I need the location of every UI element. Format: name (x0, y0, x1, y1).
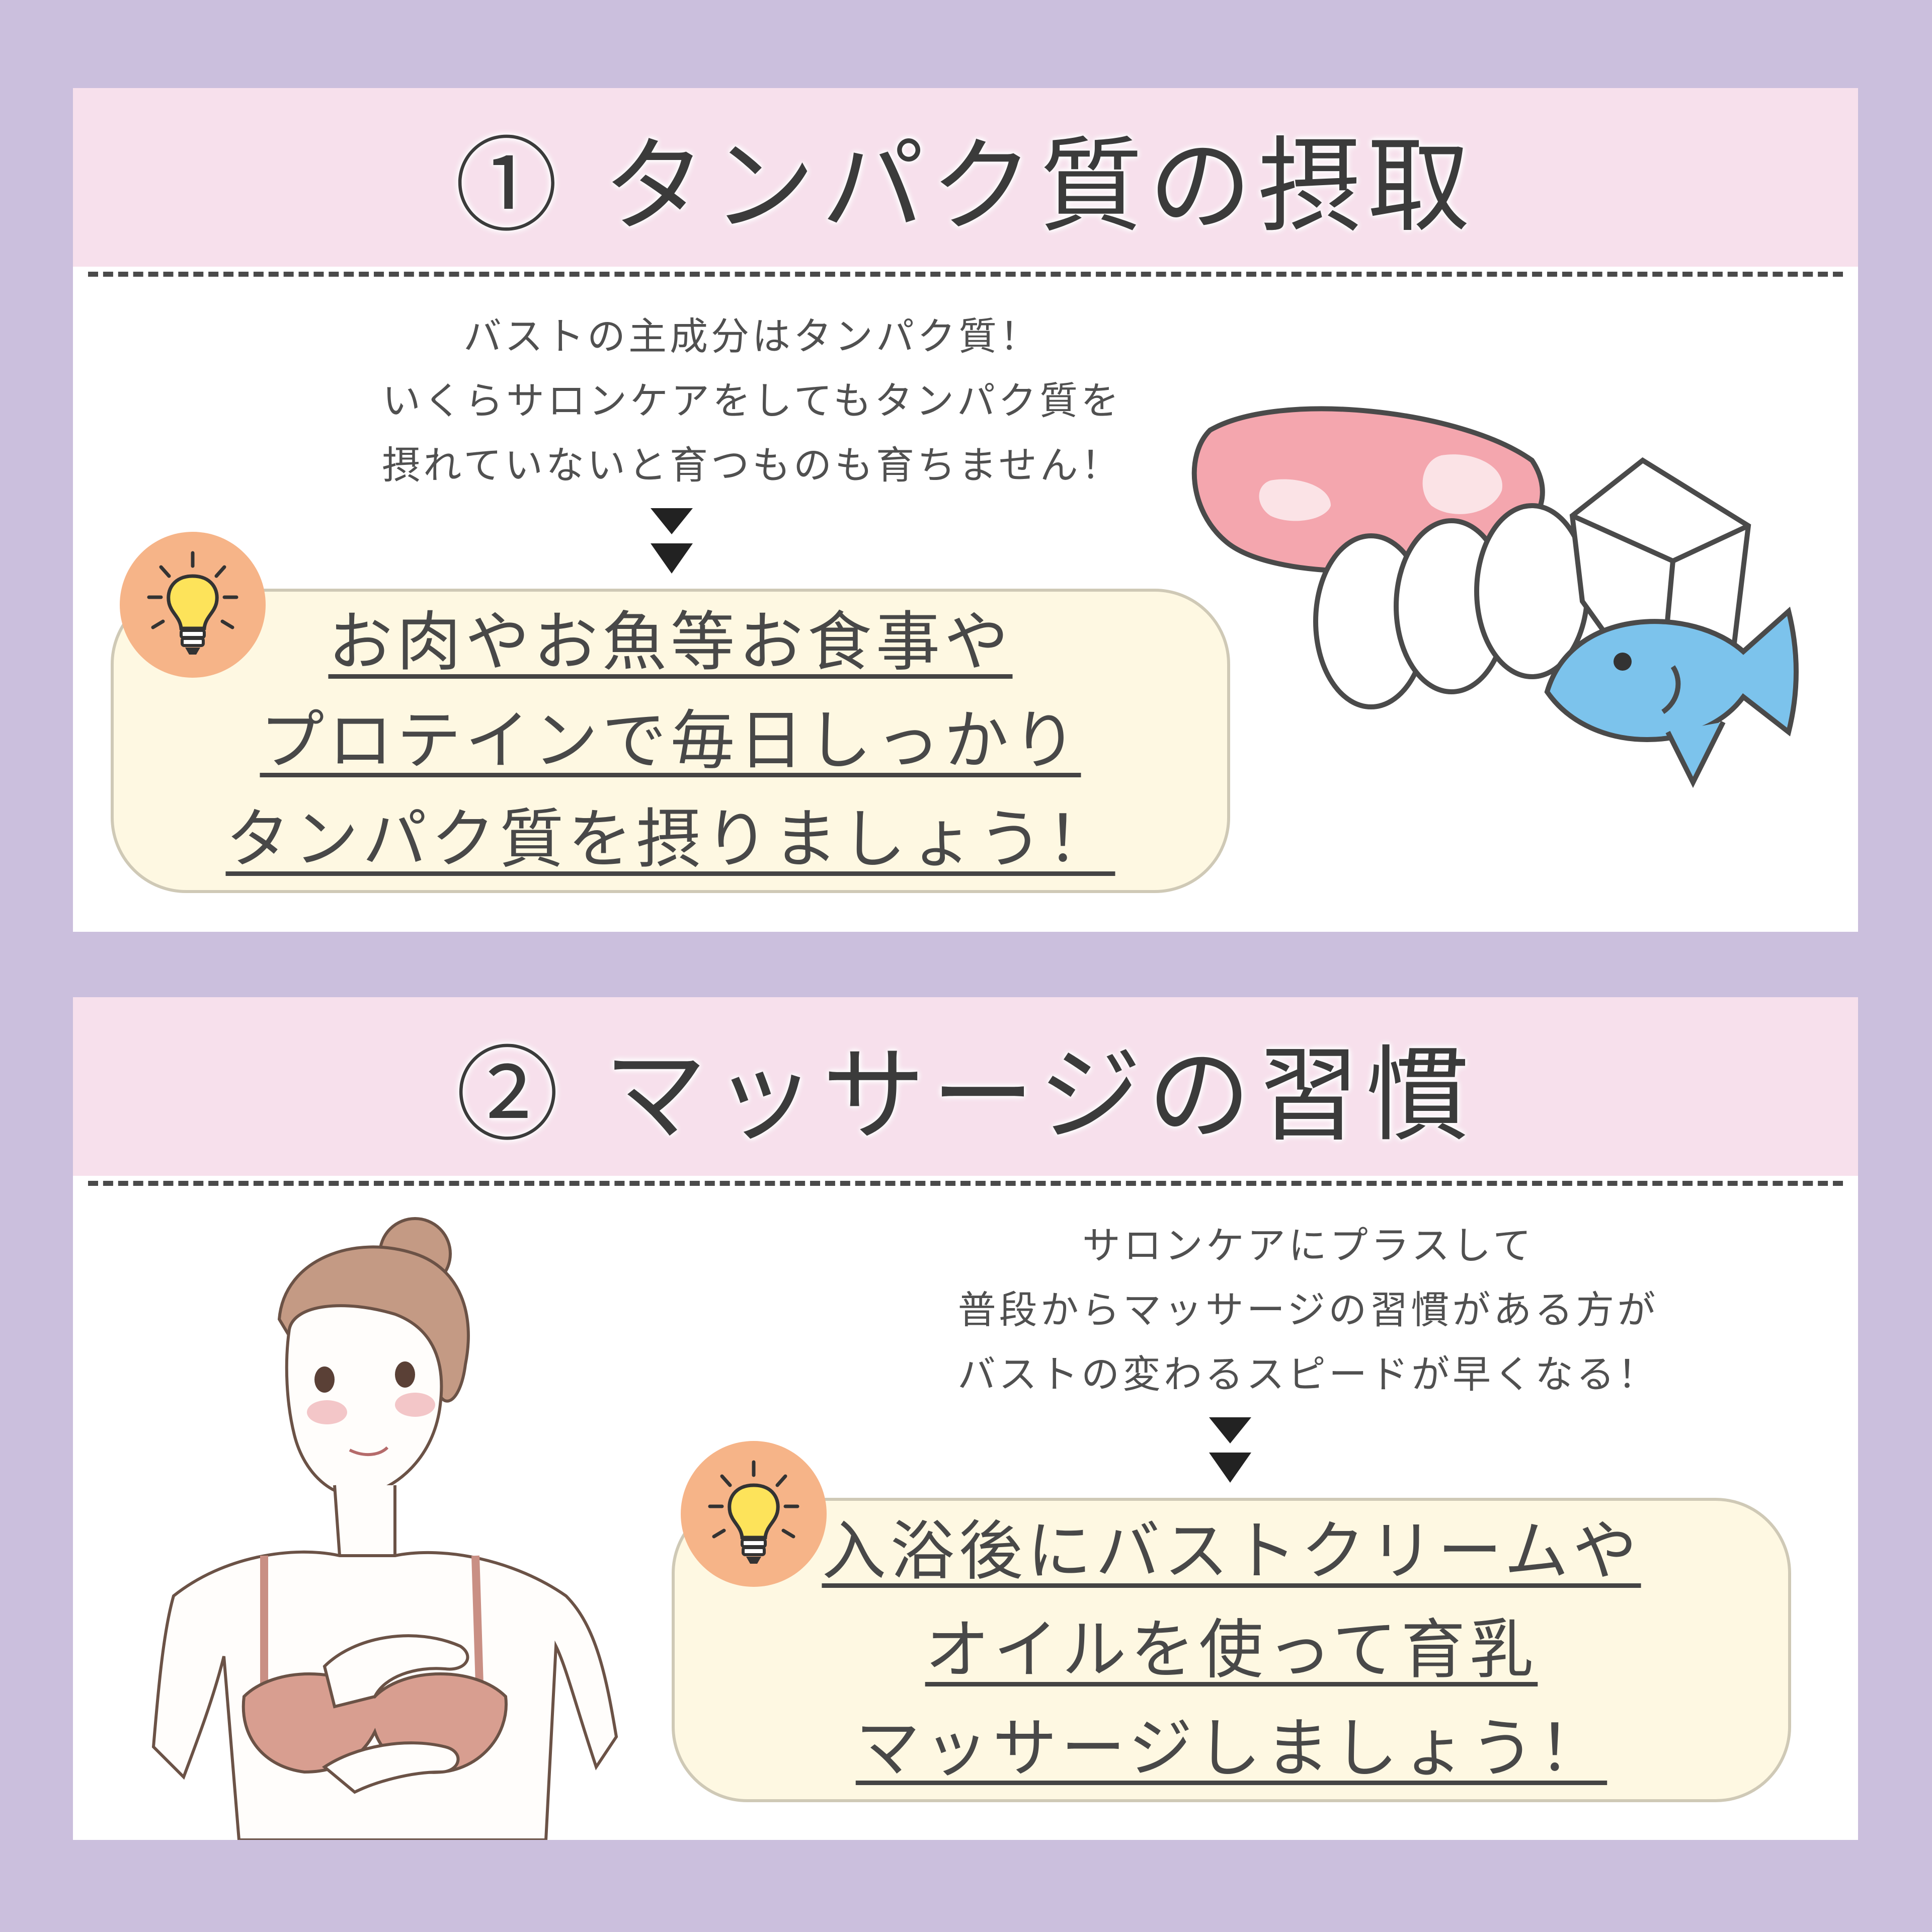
protein-foods-illustration (1191, 406, 1799, 788)
section-protein: ① タンパク質の摂取 バストの主成分はタンパク質！ いくらサロンケアをしてもタン… (73, 88, 1858, 932)
intro-text: バストの主成分はタンパク質！ いくらサロンケアをしてもタンパク質を 摂れていない… (174, 304, 1331, 498)
intro-line: バストの主成分はタンパク質！ (463, 314, 1041, 359)
dashed-divider (88, 1181, 1843, 1186)
tip-line: タンパク質を摂りましょう！ (225, 801, 1115, 877)
lightbulb-icon (120, 532, 266, 678)
tip-box: お肉やお魚等お食事や プロテインで毎日しっかり タンパク質を摂りましょう！ (111, 589, 1230, 893)
tip-line: 入浴後にバストクリームや (822, 1513, 1641, 1589)
intro-line: サロンケアにプラスして (1082, 1223, 1535, 1268)
tip-box: 入浴後にバストクリームや オイルを使って育乳 マッサージしましょう！ (672, 1498, 1791, 1802)
section-massage: ② マッサージの習慣 サロンケアにプラスして 普段からマッサージの習慣がある方が… (73, 997, 1858, 1840)
intro-line: 普段からマッサージの習慣がある方が (957, 1287, 1659, 1332)
down-arrows-icon (651, 508, 693, 574)
title-band (73, 997, 1858, 1176)
tip-line: プロテインで毎日しっかり (260, 703, 1081, 778)
down-arrows-icon (1209, 1417, 1251, 1483)
tip-line: お肉やお魚等お食事や (328, 604, 1013, 680)
intro-line: 摂れていないと育つものも育ちません！ (382, 443, 1122, 488)
tip-line: マッサージしましょう！ (855, 1711, 1607, 1786)
section-title: ① タンパク質の摂取 (454, 127, 1477, 247)
section-title: ② マッサージの習慣 (455, 1036, 1476, 1156)
lightbulb-icon (681, 1441, 827, 1587)
tip-line: オイルを使って育乳 (925, 1612, 1538, 1687)
intro-line: いくらサロンケアをしてもタンパク質を (382, 378, 1122, 423)
intro-line: バストの変わるスピードが早くなる！ (957, 1352, 1659, 1397)
title-band (73, 88, 1858, 267)
woman-massage-illustration (151, 1217, 618, 1840)
dashed-divider (88, 272, 1843, 277)
intro-text: サロンケアにプラスして 普段からマッサージの習慣がある方が バストの変わるスピー… (742, 1214, 1858, 1407)
